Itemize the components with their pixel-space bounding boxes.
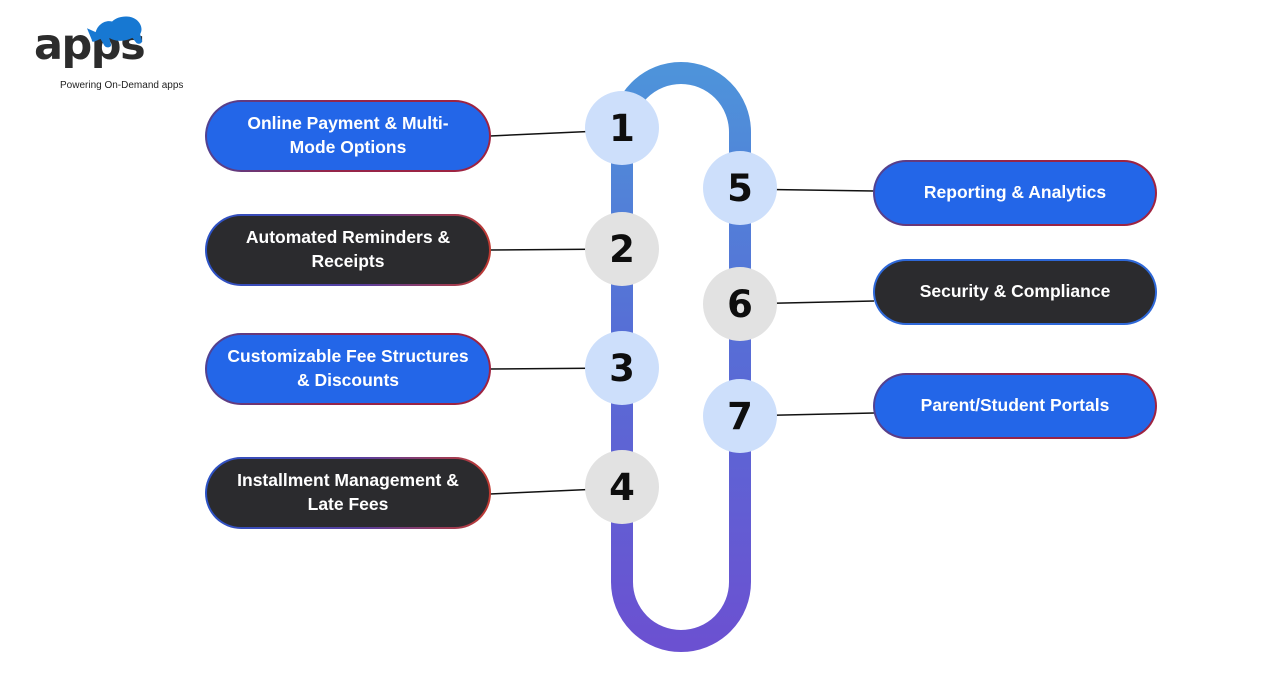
step-circle-1: 1 (585, 91, 659, 165)
step-circle-3: 3 (585, 331, 659, 405)
step-circle-5: 5 (703, 151, 777, 225)
feature-pill-label: Online Payment & Multi-Mode Options (207, 102, 489, 170)
step-number: 2 (609, 227, 635, 271)
step-circle-2: 2 (585, 212, 659, 286)
step-number: 3 (609, 346, 635, 390)
feature-pill-5: Reporting & Analytics (873, 160, 1157, 226)
feature-pill-label: Automated Reminders & Receipts (207, 216, 489, 284)
feature-pill-label: Customizable Fee Structures & Discounts (207, 335, 489, 403)
step-number: 6 (727, 282, 753, 326)
feature-pill-3: Customizable Fee Structures & Discounts (205, 333, 491, 405)
feature-pill-label: Security & Compliance (875, 261, 1155, 323)
step-circle-7: 7 (703, 379, 777, 453)
feature-pill-label: Installment Management & Late Fees (207, 459, 489, 527)
step-number: 5 (727, 166, 753, 210)
step-number: 4 (609, 465, 635, 509)
rhino-silhouette (86, 16, 143, 48)
rhino-icon (86, 16, 143, 48)
logo-tagline: Powering On-Demand apps (60, 80, 184, 91)
feature-pill-4: Installment Management & Late Fees (205, 457, 491, 529)
feature-pill-label: Parent/Student Portals (875, 375, 1155, 437)
feature-pill-6: Security & Compliance (873, 259, 1157, 325)
step-circle-4: 4 (585, 450, 659, 524)
step-number: 7 (727, 394, 753, 438)
step-circle-6: 6 (703, 267, 777, 341)
feature-pill-1: Online Payment & Multi-Mode Options (205, 100, 491, 172)
feature-pill-2: Automated Reminders & Receipts (205, 214, 491, 286)
step-number: 1 (609, 106, 635, 150)
feature-pill-label: Reporting & Analytics (875, 162, 1155, 224)
feature-pill-7: Parent/Student Portals (873, 373, 1157, 439)
logo: apps Powering On-Demand apps (30, 10, 230, 100)
